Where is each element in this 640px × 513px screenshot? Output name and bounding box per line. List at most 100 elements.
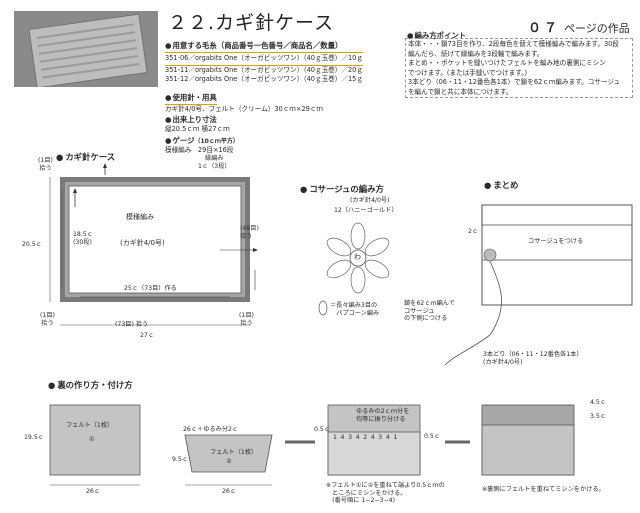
sew-order: 4 (340, 434, 349, 441)
felt-small-label: フェルト（1枚） (210, 449, 258, 456)
felt-small-num: ② (226, 458, 232, 465)
points-line: 3本どり（06・11・12番色各1本）で鎖を62ｃｍ編みます。コサージュ (408, 78, 621, 86)
case-label-bottom-left-pick: (1目) 拾う (40, 312, 55, 327)
step3-top: 0.5ｃ (314, 426, 331, 433)
case-label-chain: 25ｃ（73目）作る (124, 285, 177, 292)
page-suffix: ページの作品 (564, 22, 630, 35)
corsage-heading: コサージュの編み方 (300, 183, 384, 195)
felt-big-num: ① (89, 436, 95, 443)
case-diagram-heading: カギ針ケース (56, 151, 115, 163)
case-label-edge: 縁編み 1ｃ（3段） (198, 155, 231, 170)
felt-small-height: 9.5ｃ (172, 456, 189, 463)
tools-heading: 使用針・用具 (165, 92, 217, 105)
corsage-mark (483, 248, 497, 262)
step4-caption: ※裏側にフェルトを重ねてミシンをかける。 (482, 486, 605, 493)
step3-pocket (327, 431, 421, 476)
points-text: 本体・・・鎖73目を作り、2段毎色を替えて模様編みで編みます。30段 編んだら、… (408, 40, 620, 97)
petal (350, 222, 366, 250)
sew-order: 2 (363, 434, 371, 441)
case-label-right-pick: (49目) 拾う (240, 225, 259, 240)
felt-big (49, 404, 141, 476)
petal (364, 259, 390, 279)
corsage-color: 12（ハニーゴールド） (334, 207, 398, 214)
petal (350, 266, 366, 294)
points-box (405, 38, 633, 98)
gauge-heading: ゲージ（10ｃｍ平方） (165, 135, 363, 146)
materials-heading: 用意する毛糸（商品番号ー色番号／商品名／数量） (165, 40, 363, 53)
step4-dim1: 4.5ｃ (590, 399, 607, 406)
sew-order: 1 (333, 434, 341, 441)
case-diagram (49, 163, 258, 326)
materials-line: 351-11／orgabits One（オーガビッツワン）（40ｇ玉巻）／20ｇ (165, 65, 363, 74)
case-label-inner-height: 18.5ｃ (30段) (73, 231, 93, 246)
right-arrow-head (253, 248, 258, 252)
size-heading: 出来上り寸法 (165, 114, 363, 125)
case-body (68, 185, 242, 294)
gauge-heading-suffix: （10ｃｍ平方） (194, 137, 239, 145)
top-arrow-head (103, 163, 107, 168)
petal (326, 237, 352, 257)
gauge-heading-text: ゲージ (172, 135, 195, 145)
case-label-center: 模様編み (126, 213, 154, 221)
assembly-label-corsage: コサージュをつける (528, 238, 584, 245)
points-heading: 編み方ポイント (407, 30, 466, 41)
materials-line: 351-12／orgabits One（オーガビッツワン）（40ｇ玉巻）／15ｇ (165, 75, 363, 83)
step3-numbers: 143424341 (333, 434, 401, 442)
case-outline (481, 204, 633, 306)
assembly-label-chain: 鎖を62ｃｍ編んで コサージュ の下側につける (404, 300, 455, 322)
materials-line: 351-06／orgabits One（オーガビッツワン）（40ｇ玉巻）／10ｇ (165, 54, 363, 66)
product-photo (14, 11, 158, 87)
corsage-center-mark: わ (354, 253, 361, 261)
case-label-hook: (カギ針4/0号) (120, 239, 165, 247)
step3-caption: ※フェルト①に②を重ねて端より0.5ｃｍの ところにミシンをかける。 (番号順に… (326, 482, 445, 504)
points-line: まとめ・・ポケットを縫いつけたフェルトを編み地の裏側にミシン (408, 59, 606, 67)
chain-cord (444, 260, 502, 366)
case-label-width: 27ｃ (140, 332, 155, 339)
step3-side: 0.5ｃ (424, 433, 441, 440)
step4-dim2: 3.5ｃ (590, 413, 607, 420)
step3-note: ゆるみの2ｃｍ分を 均等に振り分ける (356, 408, 410, 423)
sew-order: 4 (385, 434, 394, 441)
assembly-label-yarn: 3本どり（06・11・12番色各1本） (カギ針4/0号) (483, 351, 583, 366)
crochet-case-image (28, 13, 148, 87)
felt-big-width: 26ｃ (86, 488, 101, 495)
felt-big-label: フェルト（1枚） (66, 422, 114, 429)
felt-small (184, 434, 273, 473)
materials-block: 用意する毛糸（商品番号ー色番号／商品名／数量） 351-06／orgabits … (165, 40, 363, 155)
gauge-text: 模様編み 29目×16段 (165, 145, 234, 154)
petal (326, 259, 352, 279)
up-arrow-head (73, 188, 77, 193)
page-title: ２２.カギ針ケース (168, 12, 335, 34)
points-line: 編んだら、続けて縁編みを3段輪で編みます。 (408, 49, 544, 58)
back-section-diagram (49, 404, 575, 486)
points-line: 本体・・・鎖73目を作り、2段毎色を替えて模様編みで編みます。30段 (408, 40, 619, 48)
tools-text: カギ針4/0号、フェルト（クリーム）30ｃｍ×29ｃｍ (165, 104, 323, 113)
points-line: でつけます。(または手縫いでつけます。) (408, 68, 528, 77)
assembly-heading: まとめ (484, 179, 518, 191)
case-label-bottom-right-pick: (1目) 拾う (239, 312, 254, 327)
flower-center (349, 249, 367, 267)
assembly-label-dim: 2ｃ (468, 228, 479, 235)
assembly-diagram (444, 204, 633, 366)
corsage-flower (326, 222, 390, 294)
sew-order: 1 (393, 434, 401, 441)
case-label-outer-height: 20.5ｃ (22, 241, 42, 248)
corsage-legend: ＝長々編み3目の パプコーン編み (330, 302, 380, 317)
sew-order: 4 (355, 434, 364, 441)
back-section-heading: 裏の作り方・付け方 (48, 379, 132, 391)
case-label-bottom-pick: (73目) 拾う (115, 321, 149, 328)
felt-small-top: 26ｃ＋ゆるみ分2ｃ (183, 426, 239, 433)
popcorn-stitch-icon (318, 300, 328, 316)
size-text: 縦20.5ｃｍ 横27ｃｍ (165, 125, 230, 133)
step4-pocket (481, 424, 575, 476)
points-line: を編んで鎖と共に本体につけます。 (408, 87, 513, 96)
felt-small-width: 26ｃ (222, 488, 237, 495)
petal (364, 237, 390, 257)
corsage-hook: (カギ針4/0号) (350, 197, 390, 204)
sew-order: 4 (370, 434, 379, 441)
page-number: ０７ (528, 21, 561, 36)
sew-order: 3 (348, 434, 356, 441)
case-label-top-left-pick: (1目) 拾う (38, 157, 53, 172)
felt-big-height: 19.5ｃ (24, 434, 44, 441)
